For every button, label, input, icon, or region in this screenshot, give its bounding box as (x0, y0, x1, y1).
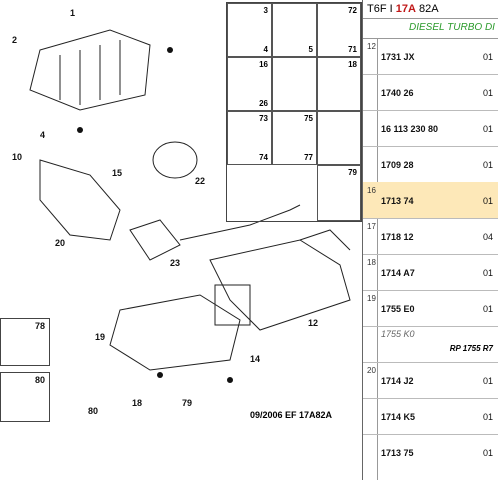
callout-4[interactable]: 4 (40, 130, 46, 140)
part-thumb-bolt-3[interactable] (317, 111, 361, 165)
inset-part-80[interactable]: 80 (0, 372, 50, 422)
callout-23[interactable]: 23 (170, 258, 181, 268)
callout-20[interactable]: 20 (55, 238, 66, 248)
part-thumb-washer[interactable]: 18 (317, 57, 361, 111)
inset-part-78[interactable]: 78 (0, 318, 50, 366)
callout-10[interactable]: 10 (12, 152, 23, 162)
callout-19[interactable]: 19 (95, 332, 106, 342)
part-thumb-screw[interactable] (272, 57, 317, 111)
table-subheader: DIESEL TURBO DI (363, 18, 498, 39)
callout-2[interactable]: 2 (12, 35, 18, 45)
callout-79[interactable]: 79 (182, 398, 193, 408)
part-thumb-nut[interactable]: 5 (272, 3, 317, 57)
callout-22[interactable]: 22 (195, 176, 206, 186)
callout-12[interactable]: 12 (308, 318, 319, 328)
table-header: T6F I 17A 82A (363, 0, 498, 19)
callout-18[interactable]: 18 (132, 398, 143, 408)
callout-1[interactable]: 1 (70, 8, 76, 18)
callout-80[interactable]: 80 (88, 406, 99, 416)
exhaust-system-drawing (29, 29, 351, 383)
column-divider (377, 38, 378, 480)
callout-15[interactable]: 15 (112, 168, 123, 178)
diagram-caption: 09/2006 EF 17A82A (250, 410, 333, 420)
callout-14[interactable]: 14 (250, 354, 261, 364)
part-thumb-nut-2[interactable]: 79 (317, 165, 361, 221)
